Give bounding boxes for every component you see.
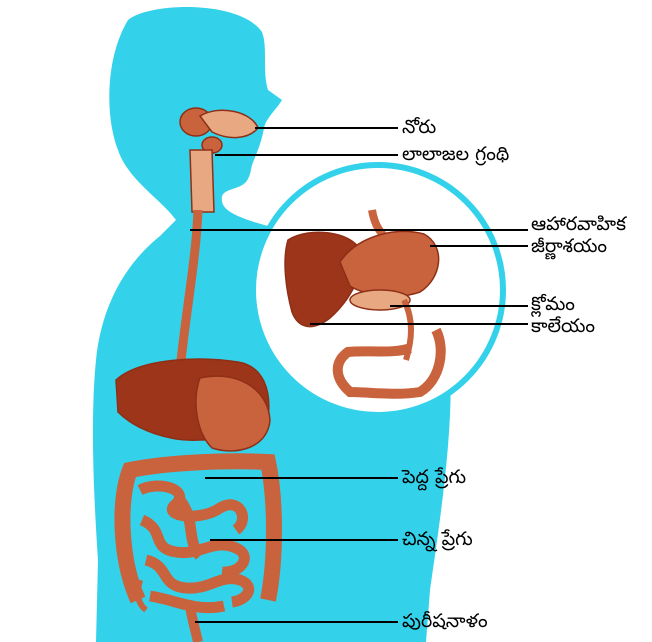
label-liver: కాలేయం	[531, 315, 595, 337]
label-esophagus: ఆహారవాహిక	[531, 213, 626, 235]
label-large-intestine: పెద్ద ప్రేగు	[402, 466, 466, 488]
label-rectum: పురీషనాళం	[402, 610, 488, 632]
label-mouth: నోరు	[402, 116, 436, 138]
label-salivary-gland: లాలాజల గ్రంథి	[402, 143, 509, 165]
label-pancreas: క్లోమం	[531, 293, 575, 315]
label-stomach: జీర్ణాశయం	[531, 235, 607, 257]
label-small-intestine: చిన్న ప్రేగు	[402, 528, 473, 550]
throat	[190, 150, 214, 212]
